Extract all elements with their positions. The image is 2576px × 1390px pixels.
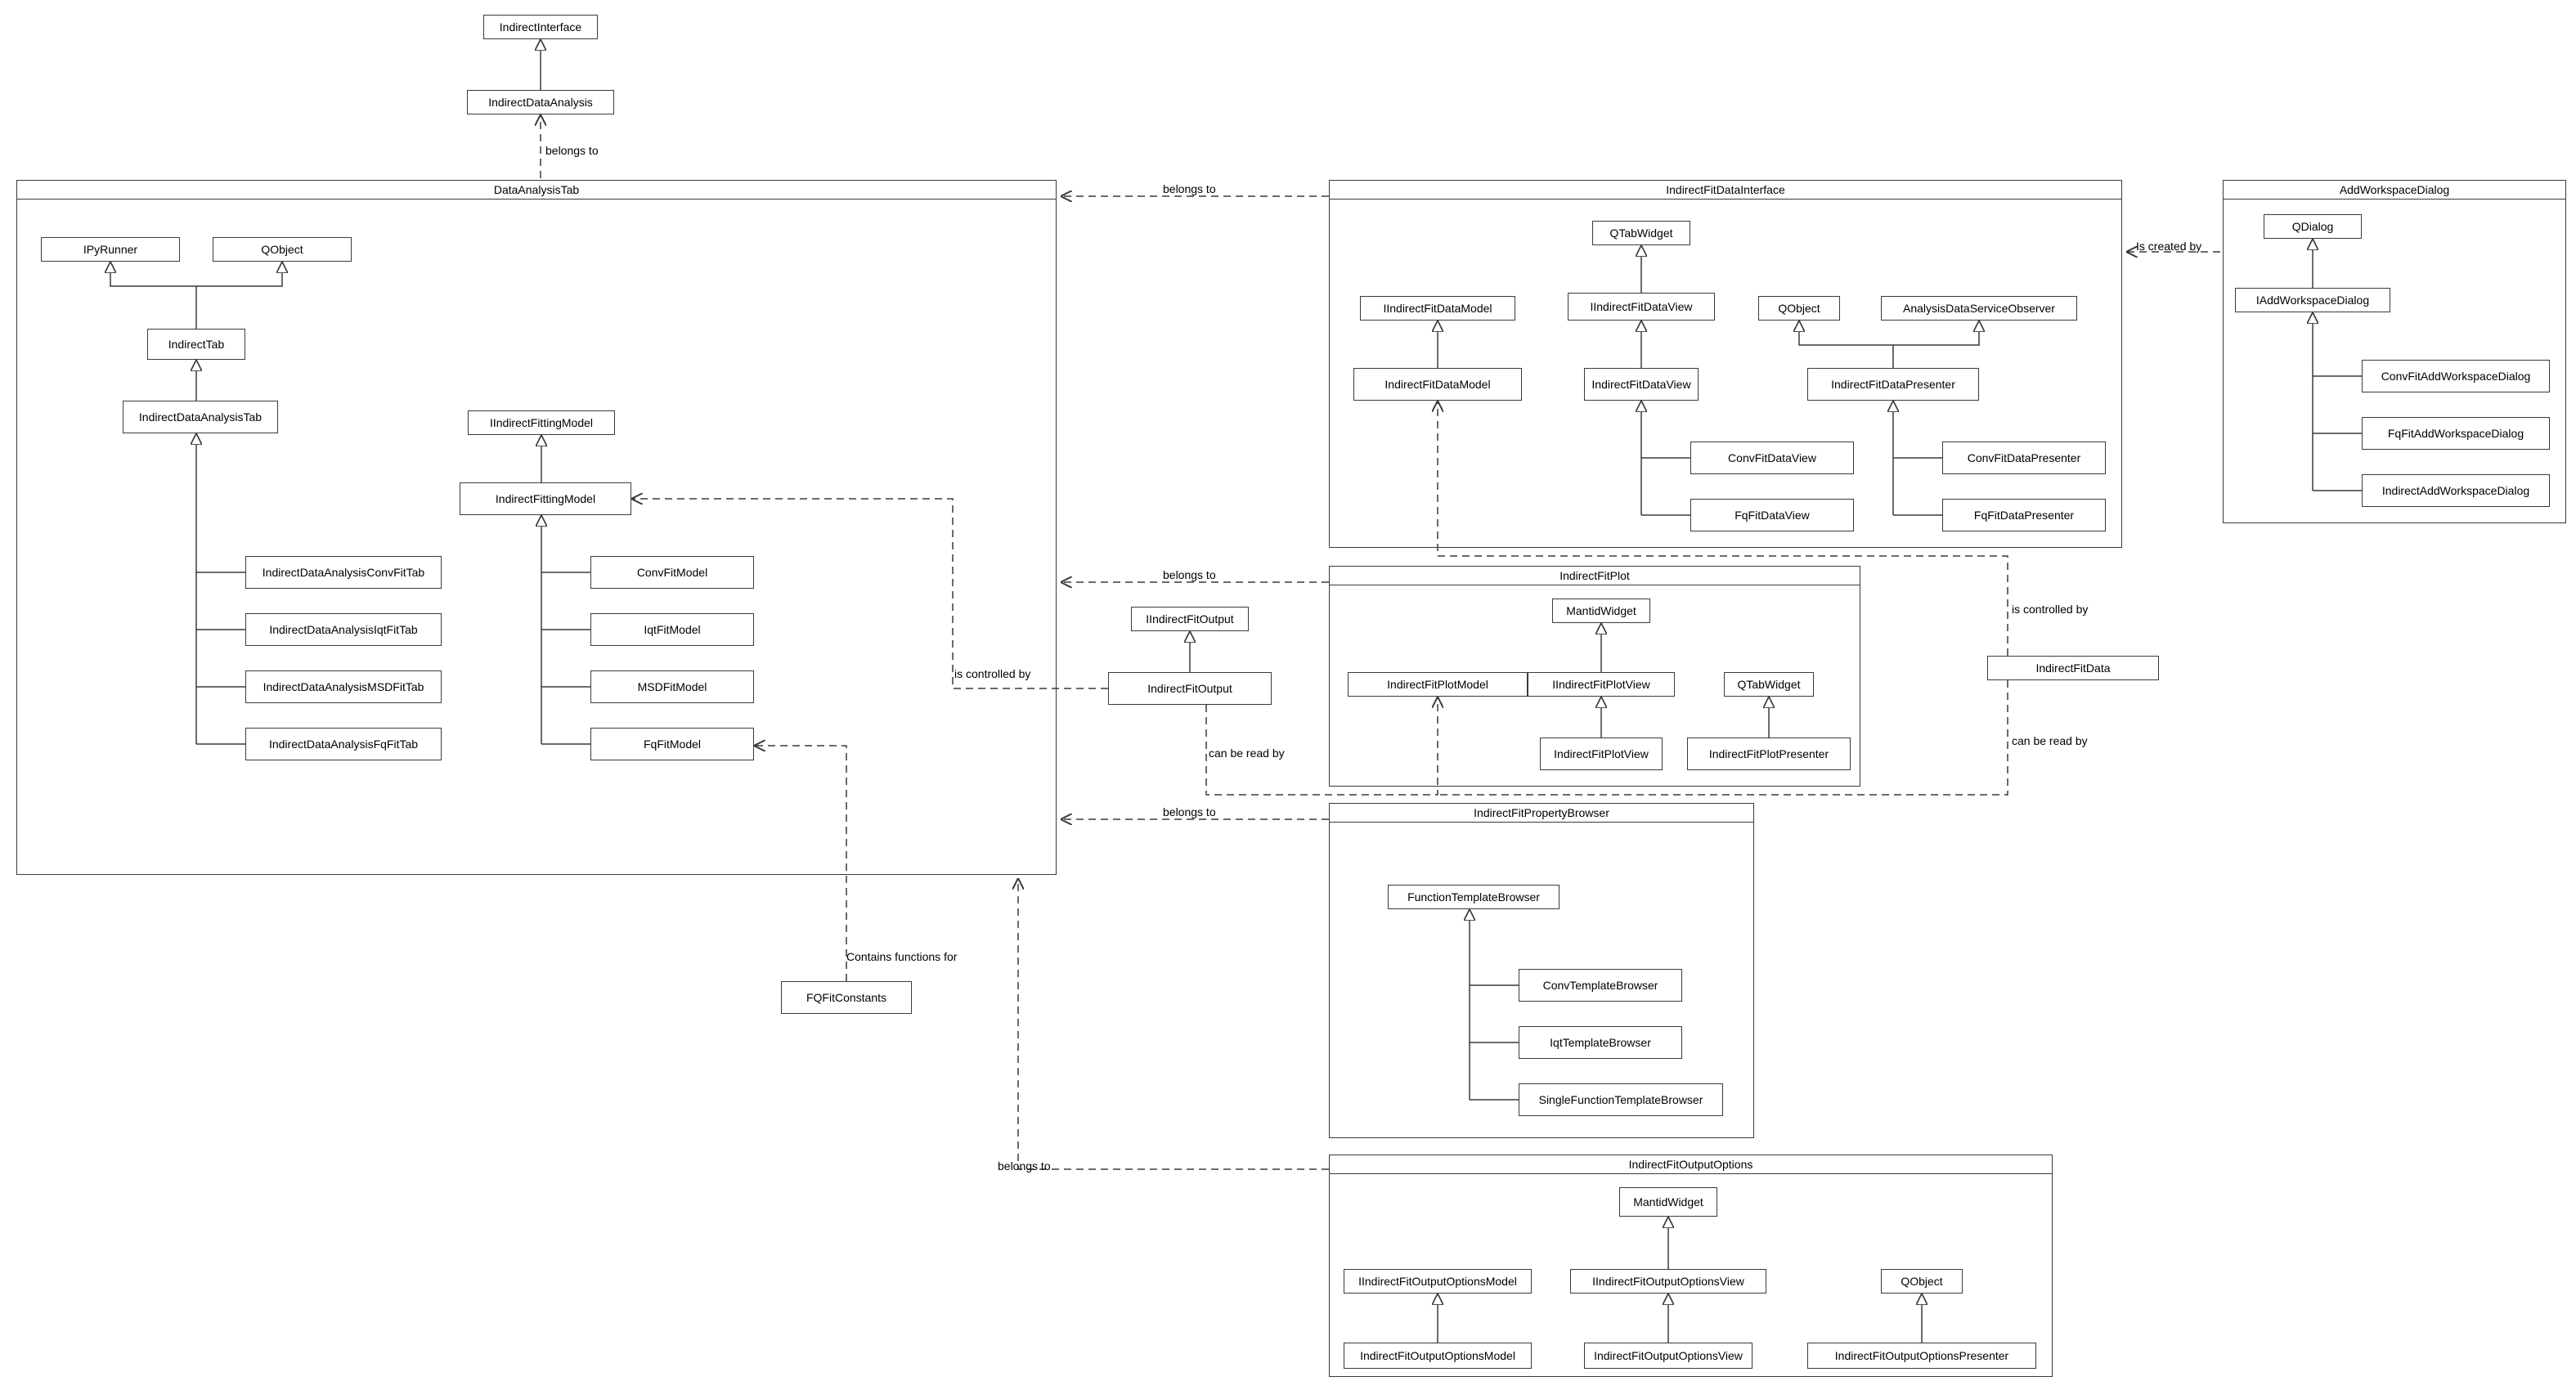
class-convfitdatapresenter: ConvFitDataPresenter bbox=[1942, 442, 2106, 474]
class-convfitaddworkspacedialog: ConvFitAddWorkspaceDialog bbox=[2362, 360, 2550, 392]
label-belongs-to-browser: belongs to bbox=[1163, 805, 1216, 818]
edge-indirecttab-to-qobject bbox=[196, 262, 282, 287]
class-convtemplatebrowser: ConvTemplateBrowser bbox=[1519, 969, 1682, 1002]
class-convfitmodel: ConvFitModel bbox=[590, 556, 754, 589]
edge-fitdata-read-by-plotmodel bbox=[1438, 680, 2008, 796]
class-iindirectfitoutput: IIndirectFitOutput bbox=[1131, 607, 1249, 631]
label-can-be-read-by-right: can be read by bbox=[2012, 734, 2088, 747]
class-analysisdataserviceobserver: AnalysisDataServiceObserver bbox=[1881, 296, 2077, 321]
class-indirectfittingmodel: IndirectFittingModel bbox=[460, 482, 631, 515]
class-qobject-options: QObject bbox=[1881, 1269, 1963, 1294]
class-iindirectfitoutputoptionsview: IIndirectFitOutputOptionsView bbox=[1570, 1269, 1766, 1294]
class-iindirectfittingmodel: IIndirectFittingModel bbox=[468, 410, 615, 435]
label-can-be-read-by-left: can be read by bbox=[1209, 747, 1285, 760]
class-fqfitmodel: FqFitModel bbox=[590, 728, 754, 760]
class-qtabwidget-plot: QTabWidget bbox=[1724, 672, 1814, 697]
edge-datapresenter-to-qobject bbox=[1799, 321, 1894, 368]
package-addworkspacedialog-title: AddWorkspaceDialog bbox=[2223, 180, 2566, 200]
package-indirectfitplot-title: IndirectFitPlot bbox=[1329, 566, 1860, 585]
class-indirectfitplotpresenter: IndirectFitPlotPresenter bbox=[1687, 738, 1851, 770]
class-iqttemplatebrowser: IqtTemplateBrowser bbox=[1519, 1026, 1682, 1059]
class-indirectdataanalysistab: IndirectDataAnalysisTab bbox=[123, 401, 278, 433]
label-is-controlled-by-left: is controlled by bbox=[954, 667, 1031, 680]
class-indirectfitdata: IndirectFitData bbox=[1987, 656, 2159, 680]
label-belongs-to-plot: belongs to bbox=[1163, 568, 1216, 581]
class-indirectfitdataview: IndirectFitDataView bbox=[1584, 368, 1699, 401]
label-belongs-to-datainterface: belongs to bbox=[1163, 182, 1216, 195]
class-indirectfitoutputoptionsview: IndirectFitOutputOptionsView bbox=[1584, 1343, 1752, 1369]
class-indirectfitoutputoptionspresenter: IndirectFitOutputOptionsPresenter bbox=[1807, 1343, 2036, 1369]
class-indirecttab: IndirectTab bbox=[147, 329, 245, 360]
package-dataanalysistab bbox=[16, 180, 1057, 875]
class-iindirectfitdatamodel: IIndirectFitDataModel bbox=[1360, 296, 1515, 321]
label-contains-functions-for: Contains functions for bbox=[846, 950, 958, 963]
class-functiontemplatebrowser: FunctionTemplateBrowser bbox=[1388, 885, 1560, 909]
class-convfitdataview: ConvFitDataView bbox=[1690, 442, 1854, 474]
class-indirectfitoutputoptionsmodel: IndirectFitOutputOptionsModel bbox=[1344, 1343, 1532, 1369]
edge-fitoutput-read-by-plotmodel bbox=[1205, 697, 1438, 796]
label-belongs-to-top: belongs to bbox=[545, 144, 599, 157]
class-indirectfitoutput: IndirectFitOutput bbox=[1108, 672, 1272, 705]
class-indirectfitplotmodel: IndirectFitPlotModel bbox=[1348, 672, 1528, 697]
edge-outputoptions-belongs-to-tab bbox=[1018, 878, 1329, 1170]
edge-datapresenter-to-adsobserver bbox=[1893, 321, 1979, 346]
label-belongs-to-options: belongs to bbox=[998, 1159, 1051, 1173]
class-iindirectfitoutputoptionsmodel: IIndirectFitOutputOptionsModel bbox=[1344, 1269, 1532, 1294]
class-iqtfittab: IndirectDataAnalysisIqtFitTab bbox=[245, 613, 442, 646]
class-msdfitmodel: MSDFitModel bbox=[590, 670, 754, 703]
class-mantidwidget-options: MantidWidget bbox=[1619, 1187, 1717, 1217]
class-indirectfitdatapresenter: IndirectFitDataPresenter bbox=[1807, 368, 1979, 401]
class-qobject-tab: QObject bbox=[213, 237, 352, 262]
package-dataanalysistab-title: DataAnalysisTab bbox=[16, 180, 1057, 200]
package-indirectfitdatainterface bbox=[1329, 180, 2122, 548]
class-fqfitdataview: FqFitDataView bbox=[1690, 499, 1854, 531]
edge-fqfitconstants-contains-functions-for bbox=[754, 746, 847, 981]
class-fqfitdatapresenter: FqFitDataPresenter bbox=[1942, 499, 2106, 531]
class-indirectinterface: IndirectInterface bbox=[483, 15, 598, 39]
package-indirectfitpropertybrowser-title: IndirectFitPropertyBrowser bbox=[1329, 803, 1754, 823]
class-fqfitconstants: FQFitConstants bbox=[781, 981, 912, 1014]
class-convfittab: IndirectDataAnalysisConvFitTab bbox=[245, 556, 442, 589]
class-iindirectfitdataview: IIndirectFitDataView bbox=[1568, 293, 1715, 321]
class-ipyrunner: IPyRunner bbox=[41, 237, 180, 262]
edge-indirecttab-to-ipyrunner bbox=[110, 262, 197, 329]
class-qtabwidget-data: QTabWidget bbox=[1592, 221, 1690, 245]
class-indirectaddworkspacedialog: IndirectAddWorkspaceDialog bbox=[2362, 474, 2550, 507]
edge-fitoutput-controls-fittingmodel bbox=[631, 499, 1108, 689]
class-fqfitaddworkspacedialog: FqFitAddWorkspaceDialog bbox=[2362, 417, 2550, 450]
class-indirectfitdatamodel: IndirectFitDataModel bbox=[1353, 368, 1522, 401]
class-iindirectfitplotview: IIndirectFitPlotView bbox=[1528, 672, 1675, 697]
class-indirectdataanalysis: IndirectDataAnalysis bbox=[467, 90, 614, 114]
package-indirectfitdatainterface-title: IndirectFitDataInterface bbox=[1329, 180, 2122, 200]
class-qdialog: QDialog bbox=[2264, 214, 2362, 239]
class-iqtfitmodel: IqtFitModel bbox=[590, 613, 754, 646]
class-singlefunctiontemplatebrowser: SingleFunctionTemplateBrowser bbox=[1519, 1083, 1723, 1116]
package-indirectfitoutputoptions-title: IndirectFitOutputOptions bbox=[1329, 1155, 2053, 1174]
class-fqfittab: IndirectDataAnalysisFqFitTab bbox=[245, 728, 442, 760]
edge-fitdata-controlled-by-datamodel bbox=[1438, 401, 2008, 656]
class-qobject-data: QObject bbox=[1758, 296, 1840, 321]
class-iaddworkspacedialog: IAddWorkspaceDialog bbox=[2235, 288, 2390, 312]
class-msdfittab: IndirectDataAnalysisMSDFitTab bbox=[245, 670, 442, 703]
label-is-controlled-by-right: is controlled by bbox=[2012, 603, 2089, 616]
class-indirectfitplotview: IndirectFitPlotView bbox=[1540, 738, 1663, 770]
label-is-created-by: Is created by bbox=[2136, 240, 2202, 253]
class-mantidwidget-plot: MantidWidget bbox=[1552, 599, 1650, 623]
